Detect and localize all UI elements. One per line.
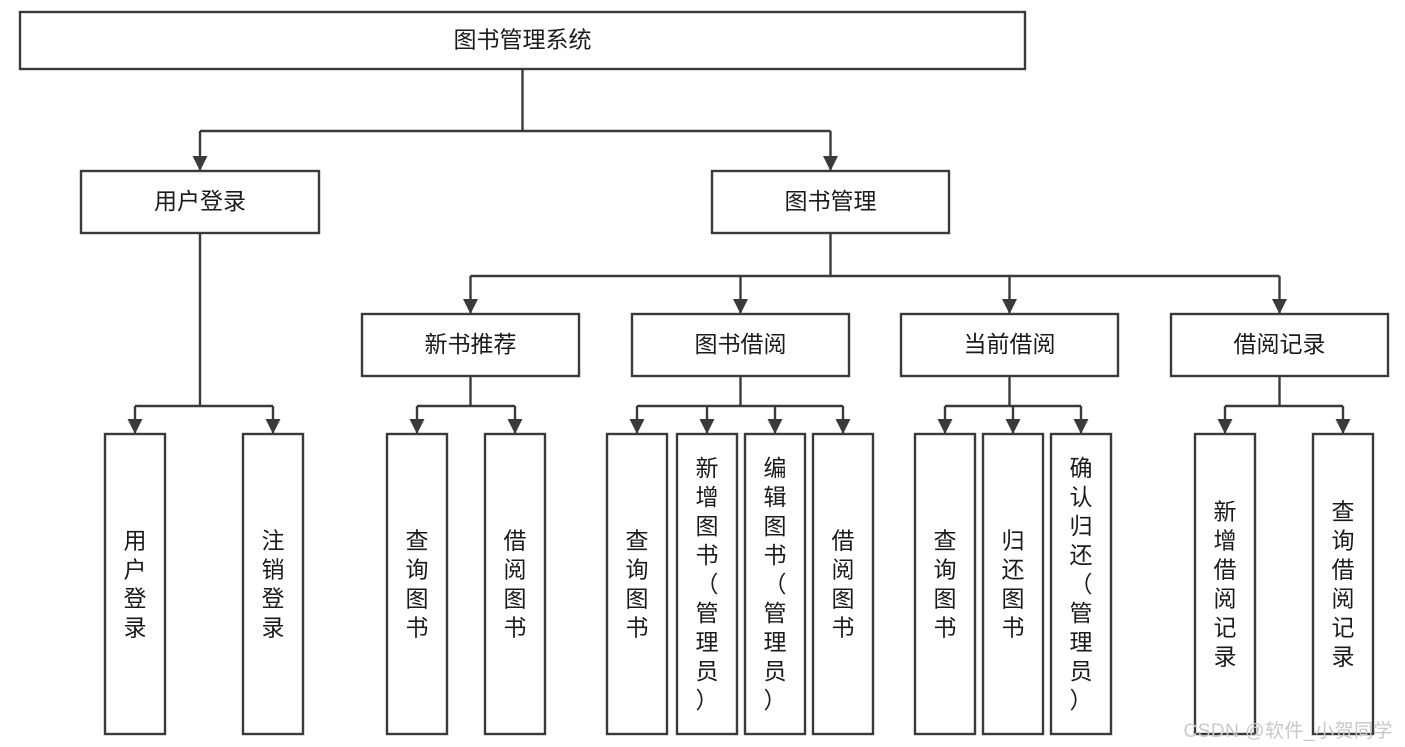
- node-leaf-confirm-return-label: 确认归还（管理员）: [1070, 455, 1093, 713]
- node-user-login[interactable]: 用户登录: [79, 169, 321, 235]
- arrow-head-icon: [823, 156, 838, 171]
- node-leaf-query-book-3[interactable]: 查询图书: [913, 432, 977, 736]
- node-leaf-edit-book-box: [743, 432, 807, 736]
- node-leaf-add-record-label: 新增借阅记录: [1214, 499, 1237, 670]
- node-leaf-borrow-book-1[interactable]: 借阅图书: [483, 432, 547, 736]
- node-book-borrow-label: 图书借阅: [695, 331, 787, 357]
- node-leaf-edit-book[interactable]: 编辑图书（管理员）: [743, 432, 807, 736]
- node-leaf-edit-book-label: 编辑图书（管理员）: [764, 455, 787, 713]
- arrow-head-icon: [835, 419, 851, 434]
- node-leaf-logout-box: [241, 432, 305, 736]
- node-leaf-query-record[interactable]: 查询借阅记录: [1311, 432, 1375, 736]
- node-new-book-recommend[interactable]: 新书推荐: [360, 312, 581, 378]
- node-leaf-add-book-label: 新增图书（管理员）: [696, 455, 719, 713]
- node-leaf-logout-label: 注销登录: [262, 528, 285, 641]
- arrow-head-icon: [733, 299, 748, 314]
- node-leaf-logout[interactable]: 注销登录: [241, 432, 305, 736]
- node-book-manage[interactable]: 图书管理: [710, 169, 951, 235]
- connector-layer: [127, 69, 1351, 434]
- node-root-label: 图书管理系统: [454, 27, 592, 53]
- arrow-head-icon: [463, 299, 478, 314]
- node-leaf-add-record-box: [1193, 432, 1257, 736]
- node-layer: 图书管理系统用户登录图书管理新书推荐图书借阅当前借阅借阅记录用户登录注销登录查询…: [18, 10, 1390, 736]
- node-leaf-query-book-2[interactable]: 查询图书: [605, 432, 669, 736]
- arrow-head-icon: [1217, 419, 1233, 434]
- arrow-head-icon: [1272, 299, 1287, 314]
- node-leaf-borrow-book-1-label: 借阅图书: [504, 528, 527, 641]
- node-user-login-box: [79, 169, 321, 235]
- node-book-borrow-box: [630, 312, 851, 378]
- node-leaf-query-book-3-box: [913, 432, 977, 736]
- node-leaf-borrow-book-2[interactable]: 借阅图书: [811, 432, 875, 736]
- node-book-borrow[interactable]: 图书借阅: [630, 312, 851, 378]
- node-new-book-recommend-label: 新书推荐: [425, 331, 517, 357]
- node-leaf-query-book-3-label: 查询图书: [934, 528, 957, 641]
- arrow-head-icon: [937, 419, 953, 434]
- arrow-head-icon: [1335, 419, 1351, 434]
- node-leaf-query-book-1[interactable]: 查询图书: [385, 432, 449, 736]
- node-root[interactable]: 图书管理系统: [18, 10, 1027, 71]
- node-leaf-add-book[interactable]: 新增图书（管理员）: [675, 432, 739, 736]
- arrow-head-icon: [1002, 299, 1017, 314]
- node-leaf-query-book-1-box: [385, 432, 449, 736]
- node-leaf-confirm-return[interactable]: 确认归还（管理员）: [1049, 432, 1113, 736]
- node-borrow-record[interactable]: 借阅记录: [1169, 312, 1390, 378]
- node-root-box: [18, 10, 1027, 71]
- node-leaf-query-book-2-label: 查询图书: [626, 528, 649, 641]
- arrow-head-icon: [409, 419, 425, 434]
- node-borrow-record-box: [1169, 312, 1390, 378]
- arrow-head-icon: [629, 419, 645, 434]
- node-leaf-return-book-label: 归还图书: [1002, 528, 1025, 641]
- node-leaf-borrow-book-1-box: [483, 432, 547, 736]
- node-leaf-add-book-box: [675, 432, 739, 736]
- node-leaf-query-record-box: [1311, 432, 1375, 736]
- node-borrow-record-label: 借阅记录: [1234, 331, 1326, 357]
- node-leaf-user-login-box: [103, 432, 167, 736]
- arrow-head-icon: [507, 419, 523, 434]
- node-leaf-add-record[interactable]: 新增借阅记录: [1193, 432, 1257, 736]
- node-current-borrow-label: 当前借阅: [964, 331, 1056, 357]
- node-current-borrow[interactable]: 当前借阅: [899, 312, 1120, 378]
- arrow-head-icon: [767, 419, 783, 434]
- node-book-manage-label: 图书管理: [785, 188, 877, 214]
- arrow-head-icon: [1073, 419, 1089, 434]
- node-leaf-confirm-return-box: [1049, 432, 1113, 736]
- node-leaf-user-login[interactable]: 用户登录: [103, 432, 167, 736]
- arrow-head-icon: [1005, 419, 1021, 434]
- node-leaf-borrow-book-2-label: 借阅图书: [832, 528, 855, 641]
- node-leaf-return-book[interactable]: 归还图书: [981, 432, 1045, 736]
- arrow-head-icon: [192, 156, 208, 171]
- arrow-head-icon: [127, 419, 143, 434]
- arrow-head-icon: [699, 419, 715, 434]
- node-user-login-label: 用户登录: [154, 188, 246, 214]
- node-current-borrow-box: [899, 312, 1120, 378]
- node-book-manage-box: [710, 169, 951, 235]
- node-leaf-borrow-book-2-box: [811, 432, 875, 736]
- node-new-book-recommend-box: [360, 312, 581, 378]
- arrow-head-icon: [265, 419, 281, 434]
- node-leaf-return-book-box: [981, 432, 1045, 736]
- node-leaf-query-book-1-label: 查询图书: [406, 528, 429, 641]
- node-leaf-user-login-label: 用户登录: [124, 528, 147, 641]
- node-leaf-query-record-label: 查询借阅记录: [1332, 499, 1355, 670]
- node-leaf-query-book-2-box: [605, 432, 669, 736]
